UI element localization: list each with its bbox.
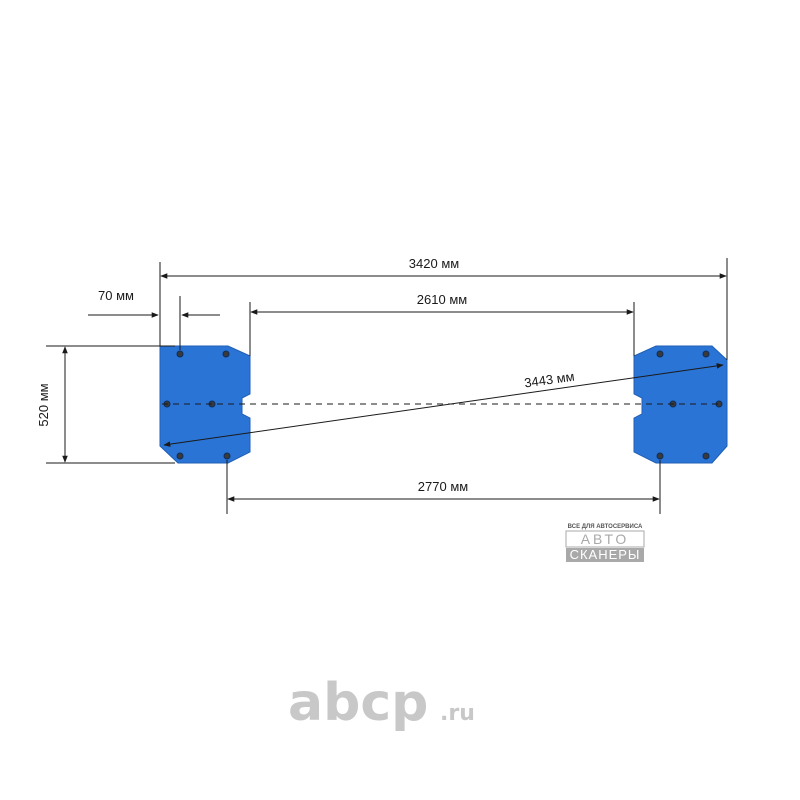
dim-bolt-span: 2770 мм: [227, 479, 660, 502]
inner-gap-label: 2610 мм: [417, 292, 467, 307]
brand-tagline: ВСЕ ДЛЯ АВТОСЕРВИСА: [568, 524, 643, 530]
dim-overall-length: 3420 мм: [160, 256, 727, 279]
diagonal-label: 3443 мм: [523, 369, 575, 391]
offset-label: 70 мм: [98, 288, 134, 303]
dim-offset: 70 мм: [88, 288, 220, 318]
abcp-watermark: abcp .ru: [288, 673, 475, 733]
abcp-tld: .ru: [440, 701, 475, 726]
plate-width-label: 520 мм: [36, 383, 51, 426]
dim-inner-gap: 2610 мм: [250, 292, 634, 315]
dim-diagonal: 3443 мм: [163, 363, 724, 447]
extension-lines: [46, 258, 728, 514]
bolt-span-label: 2770 мм: [418, 479, 468, 494]
abcp-name: abcp: [288, 673, 428, 733]
avtoskanery-logo: ВСЕ ДЛЯ АВТОСЕРВИСА АВТО СКАНЕРЫ: [565, 524, 645, 562]
brand-line1: АВТО: [581, 531, 630, 547]
overall-length-label: 3420 мм: [409, 256, 459, 271]
brand-line2: СКАНЕРЫ: [570, 547, 641, 562]
dim-plate-width: 520 мм: [36, 346, 68, 463]
